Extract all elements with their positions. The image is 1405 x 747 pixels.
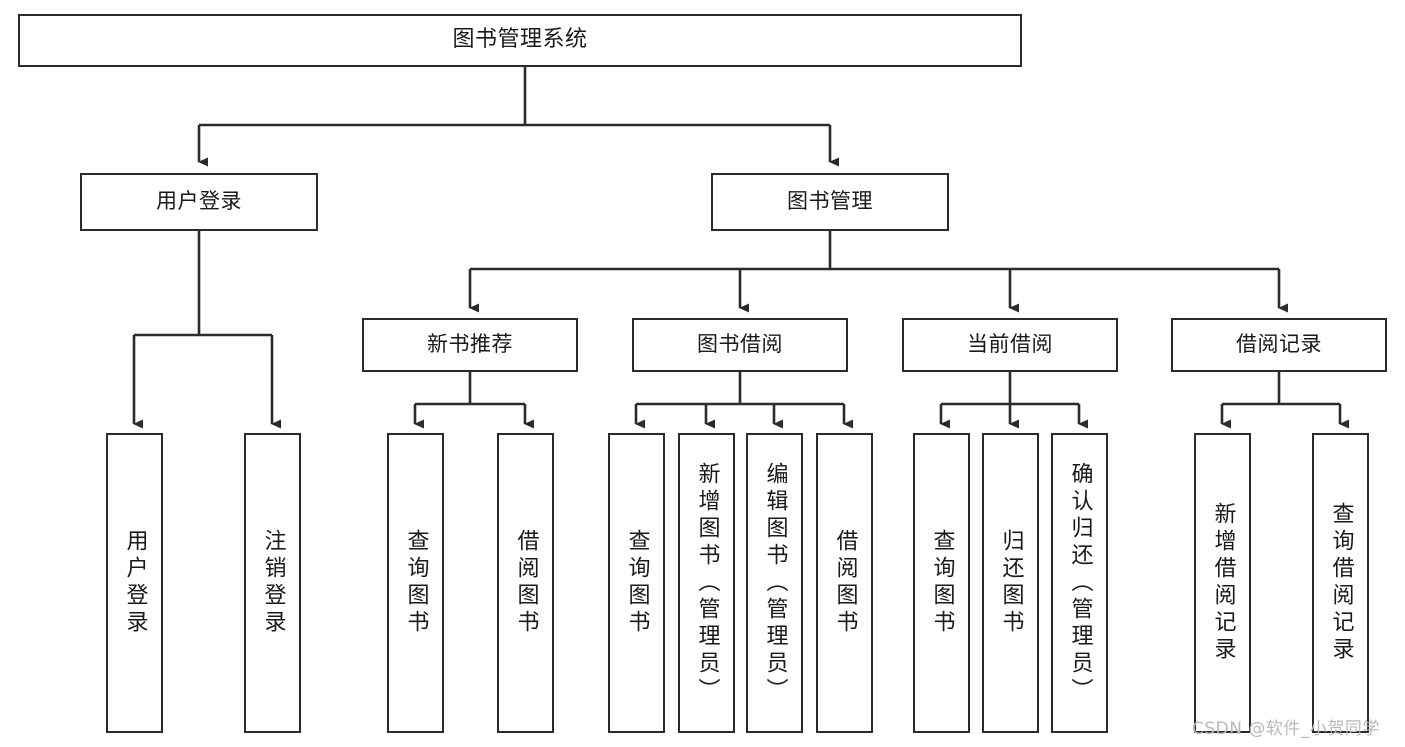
leaf-current-confirm-return[interactable]: 确认归还（管理员） <box>1051 433 1108 733</box>
node-root[interactable]: 图书管理系统 <box>18 14 1022 67</box>
node-book-management[interactable]: 图书管理 <box>711 173 949 231</box>
leaf-record-query-label: 查询借阅记录 <box>1328 502 1354 664</box>
leaf-record-add[interactable]: 新增借阅记录 <box>1194 433 1251 733</box>
leaf-recommend-query-book[interactable]: 查询图书 <box>387 433 444 733</box>
node-book-borrow-label: 图书借阅 <box>697 332 783 357</box>
leaf-current-query-book-label: 查询图书 <box>929 529 955 637</box>
leaf-current-confirm-return-label: 确认归还（管理员） <box>1067 461 1093 705</box>
node-new-book-recommend[interactable]: 新书推荐 <box>362 318 578 372</box>
leaf-record-query[interactable]: 查询借阅记录 <box>1312 433 1369 733</box>
node-book-borrow[interactable]: 图书借阅 <box>632 318 848 372</box>
node-root-label: 图书管理系统 <box>452 27 588 53</box>
leaf-user-login[interactable]: 用户登录 <box>106 433 163 733</box>
leaf-user-logout[interactable]: 注销登录 <box>244 433 301 733</box>
leaf-current-return-book[interactable]: 归还图书 <box>982 433 1039 733</box>
leaf-user-login-label: 用户登录 <box>122 529 148 637</box>
node-current-borrow-label: 当前借阅 <box>967 332 1053 357</box>
leaf-borrow-borrow-book[interactable]: 借阅图书 <box>816 433 873 733</box>
leaf-borrow-query-book[interactable]: 查询图书 <box>608 433 665 733</box>
leaf-recommend-borrow-book-label: 借阅图书 <box>513 529 539 637</box>
leaf-user-logout-label: 注销登录 <box>260 529 286 637</box>
node-user-login[interactable]: 用户登录 <box>80 173 318 231</box>
node-borrow-record-label: 借阅记录 <box>1236 332 1322 357</box>
leaf-recommend-query-book-label: 查询图书 <box>403 529 429 637</box>
node-book-management-label: 图书管理 <box>787 189 873 214</box>
node-current-borrow[interactable]: 当前借阅 <box>902 318 1118 372</box>
leaf-borrow-add-book[interactable]: 新增图书（管理员） <box>678 433 735 733</box>
leaf-record-add-label: 新增借阅记录 <box>1210 502 1236 664</box>
node-user-login-label: 用户登录 <box>156 189 242 214</box>
leaf-borrow-query-book-label: 查询图书 <box>624 529 650 637</box>
leaf-current-return-book-label: 归还图书 <box>998 529 1024 637</box>
leaf-borrow-borrow-book-label: 借阅图书 <box>832 529 858 637</box>
node-borrow-record[interactable]: 借阅记录 <box>1171 318 1387 372</box>
leaf-recommend-borrow-book[interactable]: 借阅图书 <box>497 433 554 733</box>
leaf-borrow-edit-book-label: 编辑图书（管理员） <box>762 461 788 705</box>
leaf-borrow-add-book-label: 新增图书（管理员） <box>694 461 720 705</box>
leaf-current-query-book[interactable]: 查询图书 <box>913 433 970 733</box>
watermark: CSDN @软件_小贺同学 <box>1192 719 1380 739</box>
leaf-borrow-edit-book[interactable]: 编辑图书（管理员） <box>746 433 803 733</box>
node-new-book-recommend-label: 新书推荐 <box>427 332 513 357</box>
